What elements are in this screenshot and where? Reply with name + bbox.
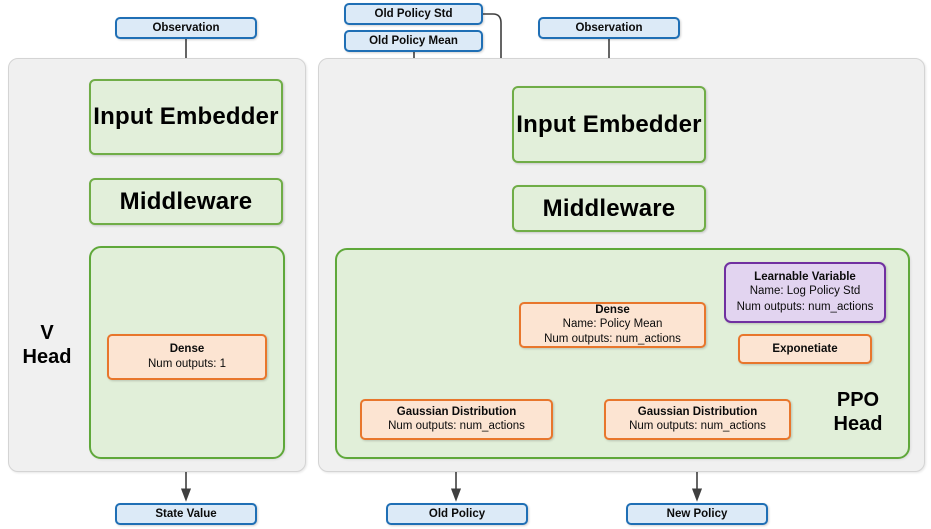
output-old-policy[interactable]: Old Policy	[386, 503, 528, 525]
node-input-embedder-ppo[interactable]: Input Embedder	[512, 86, 706, 163]
output-new-policy[interactable]: New Policy	[626, 503, 768, 525]
input-observation-v-label: Observation	[152, 22, 220, 34]
node-dense-v-sub1: Num outputs: 1	[148, 357, 226, 370]
node-gaussian-old-title: Gaussian Distribution	[396, 405, 517, 418]
node-input-embedder-ppo-label: Input Embedder	[516, 110, 702, 138]
input-old-policy-mean[interactable]: Old Policy Mean	[344, 30, 483, 52]
node-middleware-ppo-label: Middleware	[542, 194, 676, 222]
input-observation-v[interactable]: Observation	[115, 17, 257, 39]
node-gaussian-new-title: Gaussian Distribution	[637, 405, 758, 418]
ppo-head-label-line1: PPO	[836, 389, 880, 411]
node-dense-policy-mean-title: Dense	[595, 303, 630, 316]
node-learnable-variable-title: Learnable Variable	[754, 270, 856, 283]
node-dense-policy-mean-sub2: Num outputs: num_actions	[544, 333, 681, 346]
ppo-head-label-line2: Head	[833, 412, 883, 435]
node-learnable-variable-sub2: Num outputs: num_actions	[736, 300, 874, 313]
v-head-label-line2: Head	[22, 345, 72, 368]
node-gaussian-new-sub1: Num outputs: num_actions	[629, 420, 766, 433]
node-middleware-v-label: Middleware	[119, 187, 253, 215]
node-exponetiate[interactable]: Exponetiate	[738, 334, 872, 364]
node-exponetiate-title: Exponetiate	[772, 342, 838, 355]
input-old-policy-std-label: Old Policy Std	[374, 8, 453, 20]
output-state-value[interactable]: State Value	[115, 503, 257, 525]
node-gaussian-distribution-old[interactable]: Gaussian Distribution Num outputs: num_a…	[360, 399, 553, 440]
node-middleware-v[interactable]: Middleware	[89, 178, 283, 225]
input-old-policy-std[interactable]: Old Policy Std	[344, 3, 483, 25]
input-observation-ppo-label: Observation	[575, 22, 643, 34]
node-learnable-variable-log-policy-std[interactable]: Learnable Variable Name: Log Policy Std …	[724, 262, 886, 323]
output-state-value-label: State Value	[155, 508, 217, 520]
v-head-zone-label: V Head	[8, 322, 86, 369]
node-input-embedder-v-label: Input Embedder	[93, 103, 279, 130]
output-new-policy-label: New Policy	[666, 508, 728, 520]
output-old-policy-label: Old Policy	[428, 508, 486, 520]
v-head-label-line1: V	[40, 322, 54, 344]
node-gaussian-old-sub1: Num outputs: num_actions	[388, 420, 525, 433]
node-dense-policy-mean[interactable]: Dense Name: Policy Mean Num outputs: num…	[519, 302, 706, 348]
node-dense-v[interactable]: Dense Num outputs: 1	[107, 334, 267, 380]
node-middleware-ppo[interactable]: Middleware	[512, 185, 706, 232]
input-old-policy-mean-label: Old Policy Mean	[369, 35, 458, 47]
node-dense-v-title: Dense	[169, 343, 205, 356]
input-observation-ppo[interactable]: Observation	[538, 17, 680, 39]
node-input-embedder-v[interactable]: Input Embedder	[89, 79, 283, 155]
ppo-head-zone-label: PPO Head	[812, 389, 904, 436]
node-dense-policy-mean-sub1: Name: Policy Mean	[562, 318, 663, 331]
node-gaussian-distribution-new[interactable]: Gaussian Distribution Num outputs: num_a…	[604, 399, 791, 440]
node-learnable-variable-sub1: Name: Log Policy Std	[749, 285, 861, 298]
